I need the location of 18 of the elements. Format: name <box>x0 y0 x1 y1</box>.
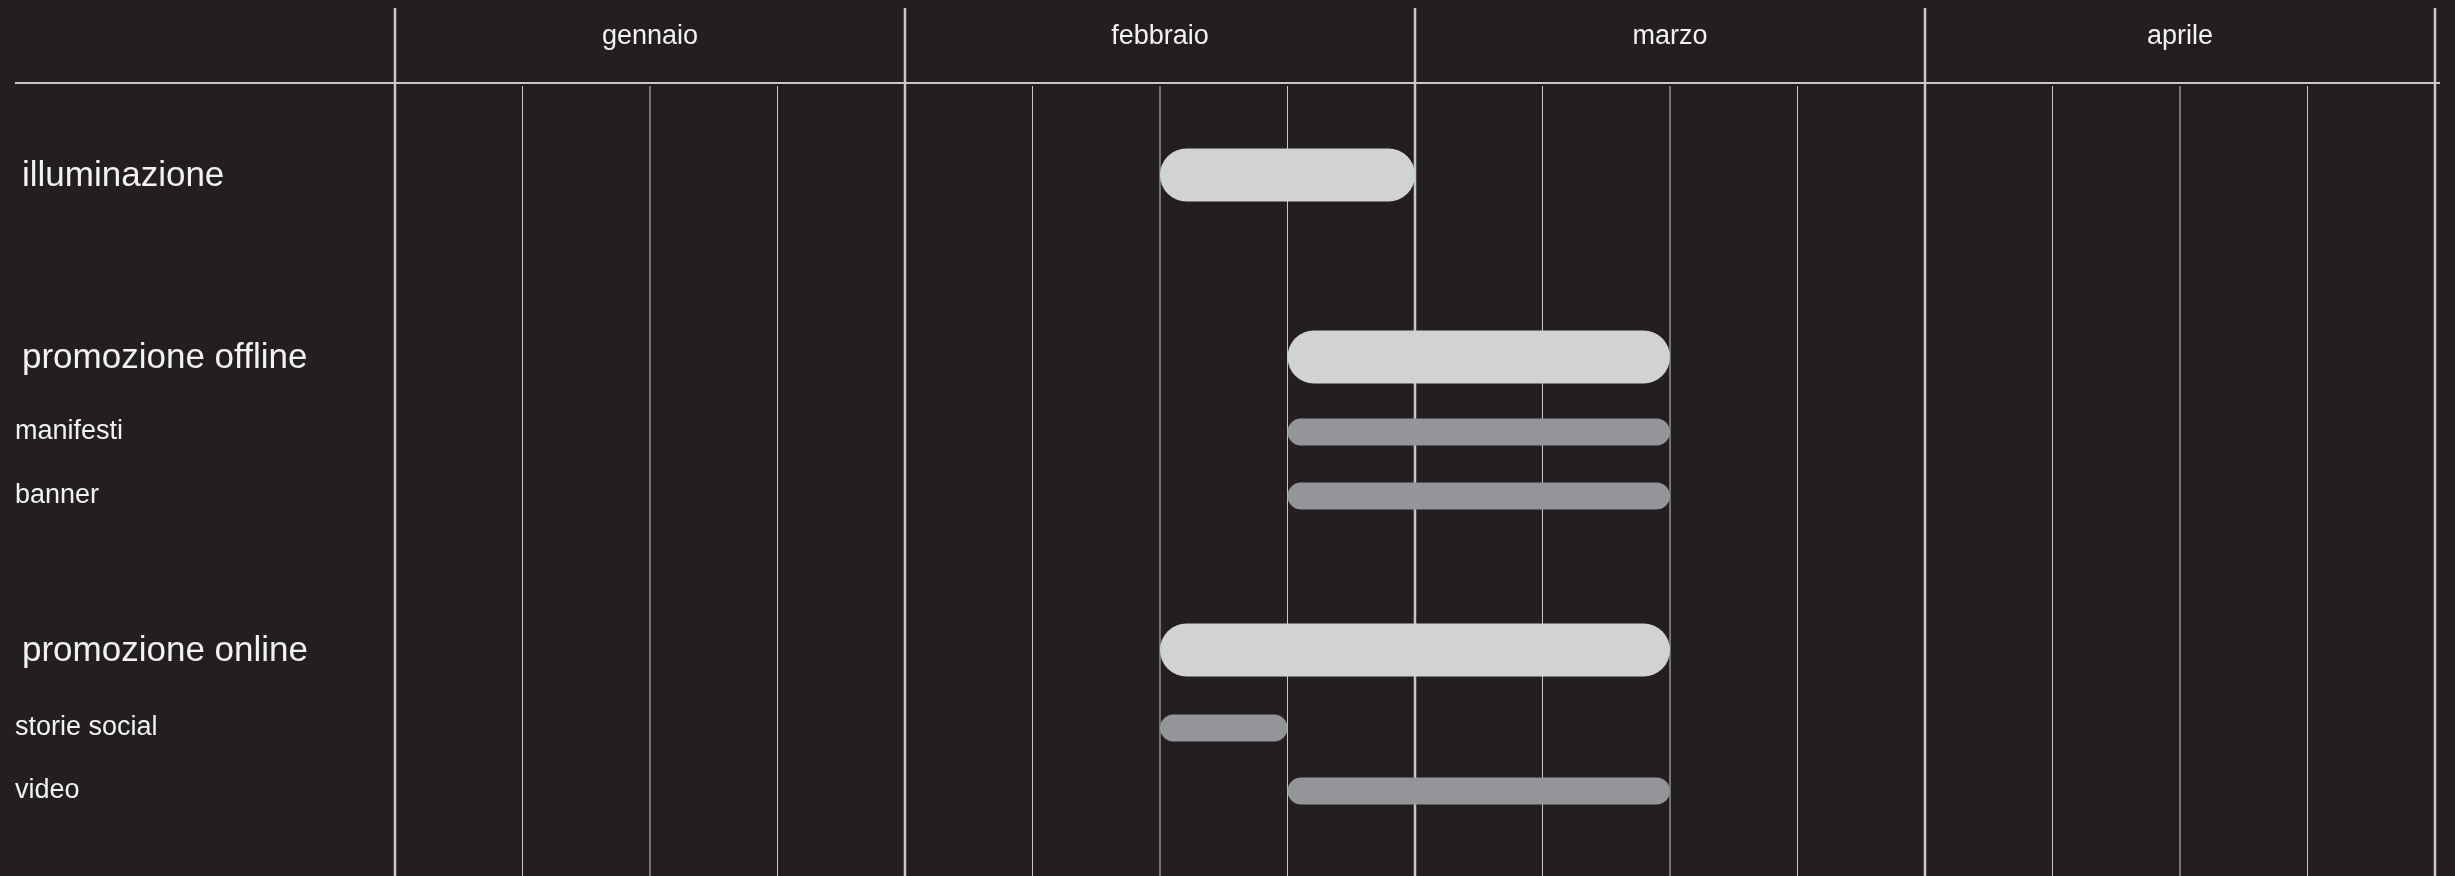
group-gantt-bar <box>1287 330 1670 384</box>
task-gantt-bar <box>1287 777 1670 805</box>
task-label: banner <box>15 481 100 509</box>
task-gantt-bar <box>1160 714 1288 742</box>
month-label: gennaio <box>601 22 699 49</box>
month-label: aprile <box>2147 22 2213 49</box>
task-label: manifesti <box>15 417 124 445</box>
task-label: storie social <box>15 713 158 741</box>
month-label: febbraio <box>1111 22 1209 49</box>
task-gantt-bar <box>1287 482 1670 510</box>
group-gantt-bar <box>1160 148 1415 202</box>
task-gantt-bar <box>1287 418 1670 446</box>
task-label: video <box>15 776 80 804</box>
task-group-label: promozione online <box>22 630 308 666</box>
task-group-label: promozione offline <box>22 337 308 373</box>
month-label: marzo <box>1632 22 1708 49</box>
task-group-label: illuminazione <box>22 155 225 191</box>
group-gantt-bar <box>1160 623 1670 677</box>
